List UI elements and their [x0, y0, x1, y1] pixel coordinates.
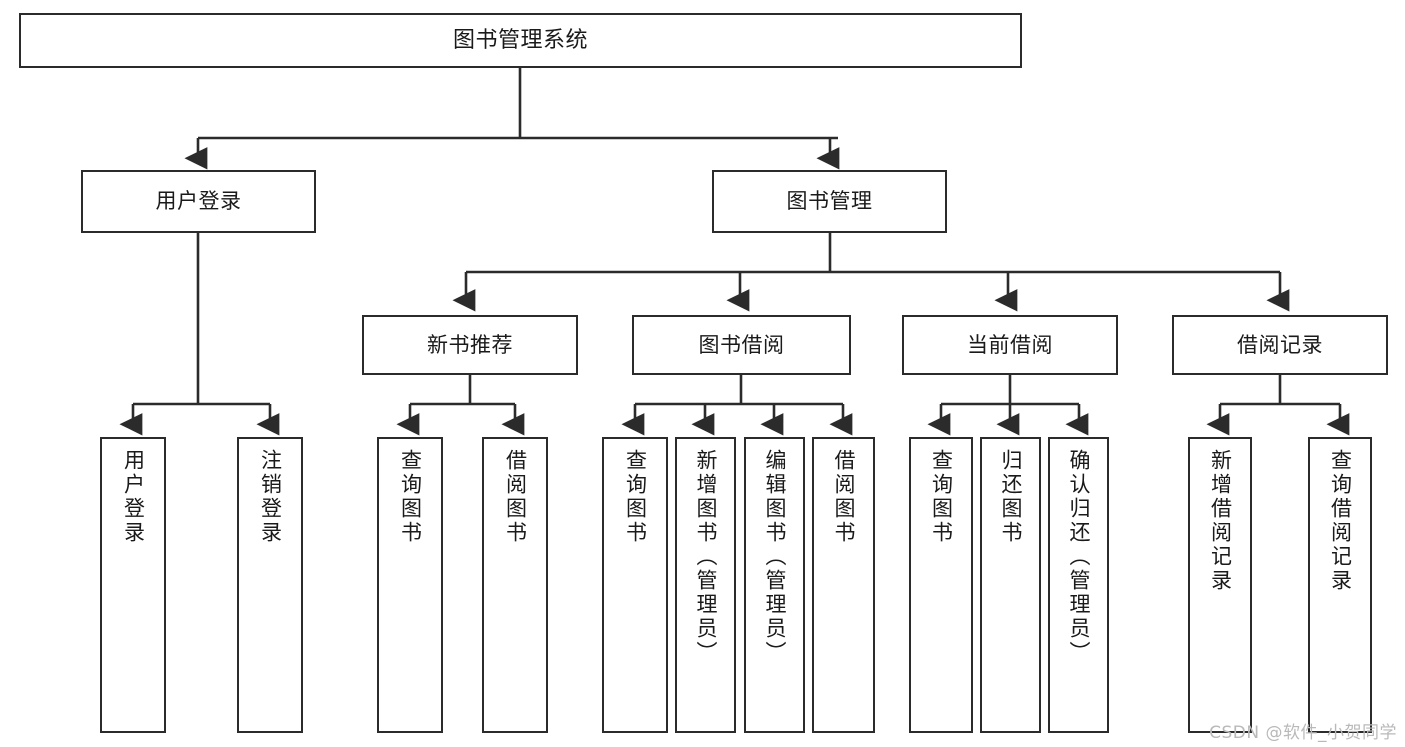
node-book-manage[interactable]: 图书管理 [712, 170, 947, 233]
node-label: 新书推荐 [427, 332, 513, 357]
node-label: 借阅记录 [1237, 332, 1323, 357]
node-label: 用户登录 [121, 449, 146, 545]
node-label: 图书管理系统 [452, 27, 588, 53]
node-leaf-logout-login[interactable]: 注销登录 [237, 437, 303, 733]
node-label: 查询借阅记录 [1328, 449, 1353, 593]
node-user-login[interactable]: 用户登录 [81, 170, 316, 233]
node-label: 用户登录 [155, 189, 242, 214]
node-leaf-query-book-borrow[interactable]: 查询图书 [602, 437, 668, 733]
node-leaf-borrow-book-rec[interactable]: 借阅图书 [482, 437, 548, 733]
node-book-borrow[interactable]: 图书借阅 [632, 315, 851, 375]
csdn-watermark: CSDN @软件_小贺同学 [1209, 723, 1397, 743]
node-leaf-add-book[interactable]: 新增图书（管理员） [675, 437, 736, 733]
node-label: 图书管理 [786, 189, 873, 214]
node-leaf-query-record[interactable]: 查询借阅记录 [1308, 437, 1372, 733]
node-leaf-user-login[interactable]: 用户登录 [100, 437, 166, 733]
node-label: 借阅图书 [832, 449, 856, 545]
node-label: 查询图书 [929, 449, 954, 545]
node-label: 新增图书（管理员） [694, 449, 718, 665]
node-new-book-rec[interactable]: 新书推荐 [362, 315, 578, 375]
node-leaf-confirm-return[interactable]: 确认归还（管理员） [1048, 437, 1109, 733]
node-leaf-return-book[interactable]: 归还图书 [980, 437, 1041, 733]
node-label: 注销登录 [258, 449, 283, 545]
node-label: 归还图书 [999, 449, 1023, 545]
node-leaf-edit-book[interactable]: 编辑图书（管理员） [744, 437, 805, 733]
node-borrow-record[interactable]: 借阅记录 [1172, 315, 1388, 375]
node-label: 当前借阅 [967, 332, 1053, 357]
node-root-system[interactable]: 图书管理系统 [19, 13, 1022, 68]
node-leaf-borrow-book[interactable]: 借阅图书 [812, 437, 875, 733]
node-leaf-add-record[interactable]: 新增借阅记录 [1188, 437, 1252, 733]
node-label: 查询图书 [398, 449, 423, 545]
node-label: 新增借阅记录 [1208, 449, 1233, 593]
node-leaf-query-book-rec[interactable]: 查询图书 [377, 437, 443, 733]
node-label: 图书借阅 [698, 332, 785, 357]
node-label: 编辑图书（管理员） [763, 449, 787, 665]
node-label: 确认归还（管理员） [1067, 449, 1091, 665]
node-label: 借阅图书 [503, 449, 528, 545]
node-leaf-query-book-current[interactable]: 查询图书 [909, 437, 973, 733]
node-label: 查询图书 [623, 449, 648, 545]
node-current-borrow[interactable]: 当前借阅 [902, 315, 1118, 375]
